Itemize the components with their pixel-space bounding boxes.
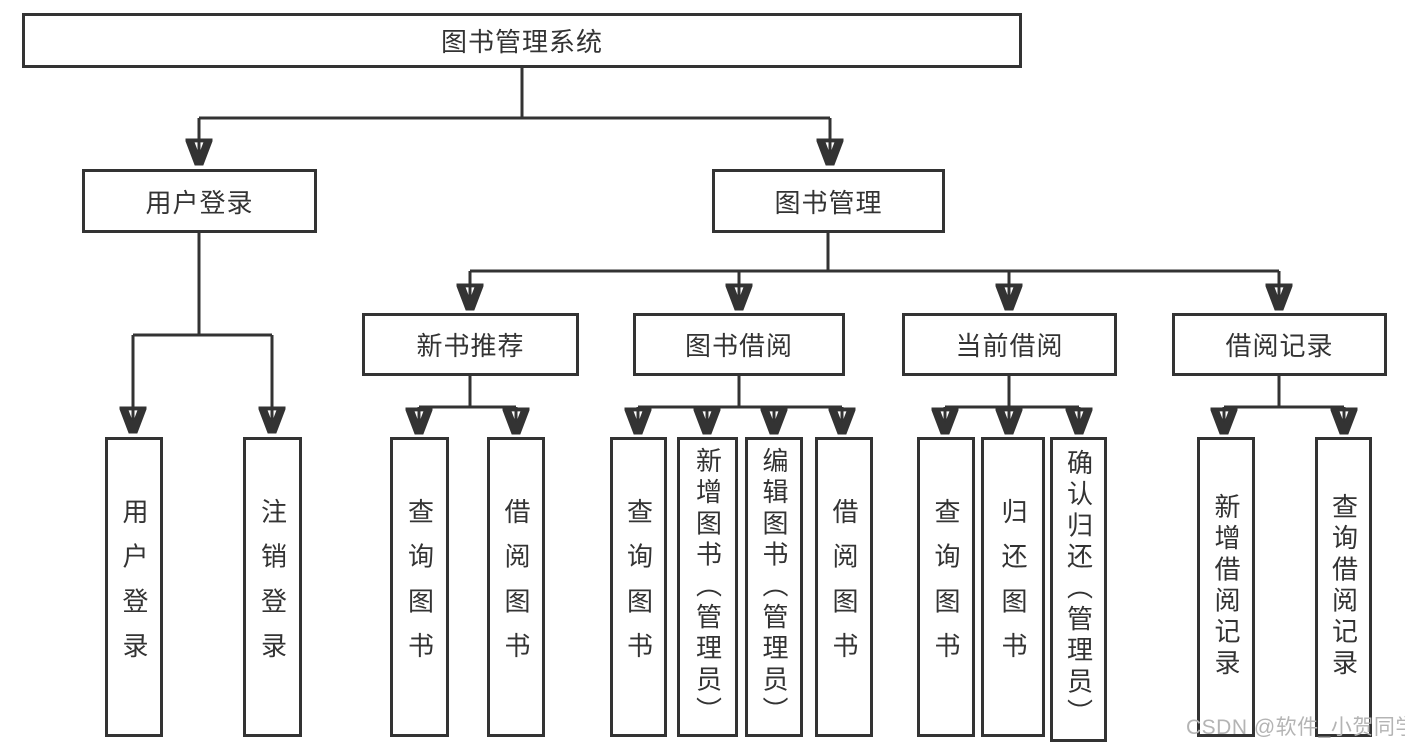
leaf-br-add-record: 新增借阅记录 [1197,437,1255,737]
node-borrow-records: 借阅记录 [1172,313,1387,376]
leaf-bb-add-book-admin-label: 新增图书（管理员） [692,446,723,728]
node-root-label: 图书管理系统 [440,27,603,57]
leaf-user-login-label: 用户登录 [119,497,149,677]
node-new-book-recommend-label: 新书推荐 [416,331,525,361]
node-book-borrow-label: 图书借阅 [684,331,793,361]
leaf-cb-query-books-label: 查询图书 [931,497,961,677]
leaf-nb-borrow-books: 借阅图书 [487,437,545,737]
leaf-bb-query-books-label: 查询图书 [623,497,654,677]
connector-new-book-trunk [419,376,516,409]
leaf-cb-confirm-return-admin: 确认归还（管理员） [1050,437,1107,742]
node-current-borrow-label: 当前借阅 [955,331,1064,361]
leaf-br-add-record-label: 新增借阅记录 [1211,493,1241,681]
leaf-cb-confirm-return-admin-label: 确认归还（管理员） [1063,449,1094,730]
leaf-cb-return-books-label: 归还图书 [998,497,1028,677]
leaf-cb-query-books: 查询图书 [917,437,975,737]
leaf-bb-borrow-books-label: 借阅图书 [829,497,859,677]
leaf-bb-edit-book-admin: 编辑图书（管理员） [745,437,803,737]
connector-borrow-records-trunk [1224,376,1344,409]
leaf-br-query-record-label: 查询借阅记录 [1328,493,1359,681]
leaf-logout-login: 注销登录 [243,437,302,737]
leaf-logout-login-label: 注销登录 [257,497,288,677]
leaf-bb-borrow-books: 借阅图书 [815,437,873,737]
connector-root-trunk [199,68,830,120]
connector-user-login-trunk [133,233,272,337]
leaf-bb-add-book-admin: 新增图书（管理员） [677,437,738,737]
watermark: CSDN @软件_小贺同学 [1186,716,1405,739]
connector-book-borrow-trunk [638,376,842,409]
node-book-management: 图书管理 [712,169,945,233]
connector-current-borrow-trunk [945,376,1079,409]
leaf-nb-query-books: 查询图书 [390,437,449,737]
node-book-management-label: 图书管理 [774,187,883,218]
node-new-book-recommend: 新书推荐 [362,313,579,376]
leaf-bb-edit-book-admin-label: 编辑图书（管理员） [759,446,789,728]
leaf-nb-query-books-label: 查询图书 [404,497,435,677]
node-root: 图书管理系统 [22,13,1022,68]
leaf-bb-query-books: 查询图书 [610,437,667,737]
leaf-user-login: 用户登录 [105,437,163,737]
node-user-login: 用户登录 [82,169,317,233]
leaf-nb-borrow-books-label: 借阅图书 [501,497,531,677]
node-user-login-label: 用户登录 [145,187,254,218]
leaf-br-query-record: 查询借阅记录 [1315,437,1372,737]
node-current-borrow: 当前借阅 [902,313,1117,376]
node-borrow-records-label: 借阅记录 [1225,331,1334,361]
node-book-borrow: 图书借阅 [633,313,845,376]
leaf-cb-return-books: 归还图书 [981,437,1045,737]
connector-book-management-trunk [470,233,1279,273]
